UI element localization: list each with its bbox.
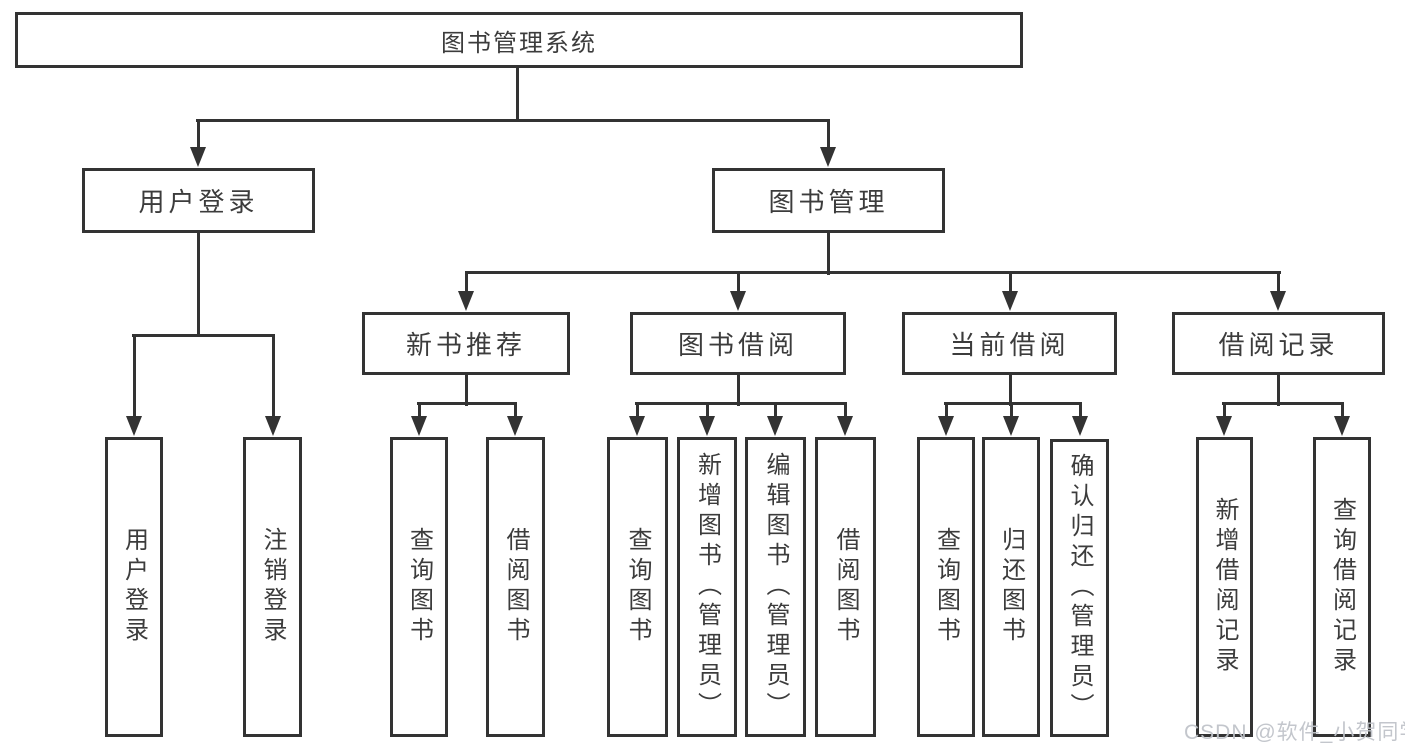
connector-line: [706, 403, 709, 422]
arrow-down-icon: [1002, 291, 1018, 311]
arrow-down-icon: [699, 416, 715, 436]
arrow-down-icon: [837, 416, 853, 436]
connector-line: [1277, 272, 1280, 297]
connector-line: [844, 403, 847, 422]
leaf-confirm-return-admin: 确认归还（管理员）: [1050, 439, 1109, 737]
arrow-down-icon: [507, 416, 523, 436]
node-user-login: 用户登录: [82, 168, 315, 233]
arrow-down-icon: [767, 416, 783, 436]
leaf-edit-book-admin: 编辑图书（管理员）: [745, 437, 806, 737]
arrow-down-icon: [938, 416, 954, 436]
arrow-down-icon: [265, 416, 281, 436]
node-book-borrowing: 图书借阅: [630, 312, 846, 375]
connector-line: [196, 119, 830, 122]
connector-line: [418, 403, 421, 422]
node-current-borrowing: 当前借阅: [902, 312, 1117, 375]
connector-line: [417, 402, 517, 405]
connector-line: [1009, 375, 1012, 406]
arrow-down-icon: [126, 416, 142, 436]
watermark: CSDN @软件_小贺同学: [1184, 721, 1405, 744]
node-library-system: 图书管理系统: [15, 12, 1023, 68]
leaf-query-books-borrowing: 查询图书: [607, 437, 668, 737]
leaf-borrow-books-borrowing: 借阅图书: [815, 437, 876, 737]
arrow-down-icon: [411, 416, 427, 436]
connector-line: [465, 271, 1281, 274]
leaf-borrow-books-recommend: 借阅图书: [486, 437, 545, 737]
connector-line: [1341, 403, 1344, 422]
arrow-down-icon: [1334, 416, 1350, 436]
connector-line: [197, 120, 200, 153]
node-borrowing-records: 借阅记录: [1172, 312, 1385, 375]
connector-line: [465, 375, 468, 406]
connector-line: [944, 402, 1082, 405]
leaf-add-borrow-record: 新增借阅记录: [1196, 437, 1253, 737]
connector-line: [1009, 272, 1012, 297]
arrow-down-icon: [190, 147, 206, 167]
connector-line: [774, 403, 777, 422]
arrow-down-icon: [730, 291, 746, 311]
connector-line: [272, 335, 275, 422]
connector-line: [635, 402, 847, 405]
arrow-down-icon: [1216, 416, 1232, 436]
connector-line: [133, 335, 136, 422]
arrow-down-icon: [820, 147, 836, 167]
arrow-down-icon: [1003, 416, 1019, 436]
arrow-down-icon: [629, 416, 645, 436]
connector-line: [737, 375, 740, 406]
connector-line: [1222, 402, 1344, 405]
leaf-user-login: 用户登录: [105, 437, 163, 737]
arrow-down-icon: [1270, 291, 1286, 311]
node-new-book-recommend: 新书推荐: [362, 312, 570, 375]
connector-line: [636, 403, 639, 422]
leaf-query-books-recommend: 查询图书: [390, 437, 448, 737]
connector-line: [1277, 375, 1280, 406]
leaf-query-borrow-record: 查询借阅记录: [1313, 437, 1371, 737]
leaf-query-books-current: 查询图书: [917, 437, 975, 737]
connector-line: [132, 334, 275, 337]
connector-line: [827, 120, 830, 153]
arrow-down-icon: [1072, 416, 1088, 436]
connector-line: [1223, 403, 1226, 422]
connector-line: [514, 403, 517, 422]
leaf-add-book-admin: 新增图书（管理员）: [677, 437, 737, 737]
connector-line: [945, 403, 948, 422]
connector-line: [1079, 403, 1082, 422]
node-book-management: 图书管理: [712, 168, 945, 233]
arrow-down-icon: [458, 291, 474, 311]
connector-line: [516, 68, 519, 122]
leaf-return-books: 归还图书: [982, 437, 1040, 737]
connector-line: [197, 233, 200, 337]
connector-line: [827, 233, 830, 275]
leaf-logout: 注销登录: [243, 437, 302, 737]
connector-line: [1010, 403, 1013, 422]
connector-line: [737, 272, 740, 297]
connector-line: [465, 272, 468, 297]
